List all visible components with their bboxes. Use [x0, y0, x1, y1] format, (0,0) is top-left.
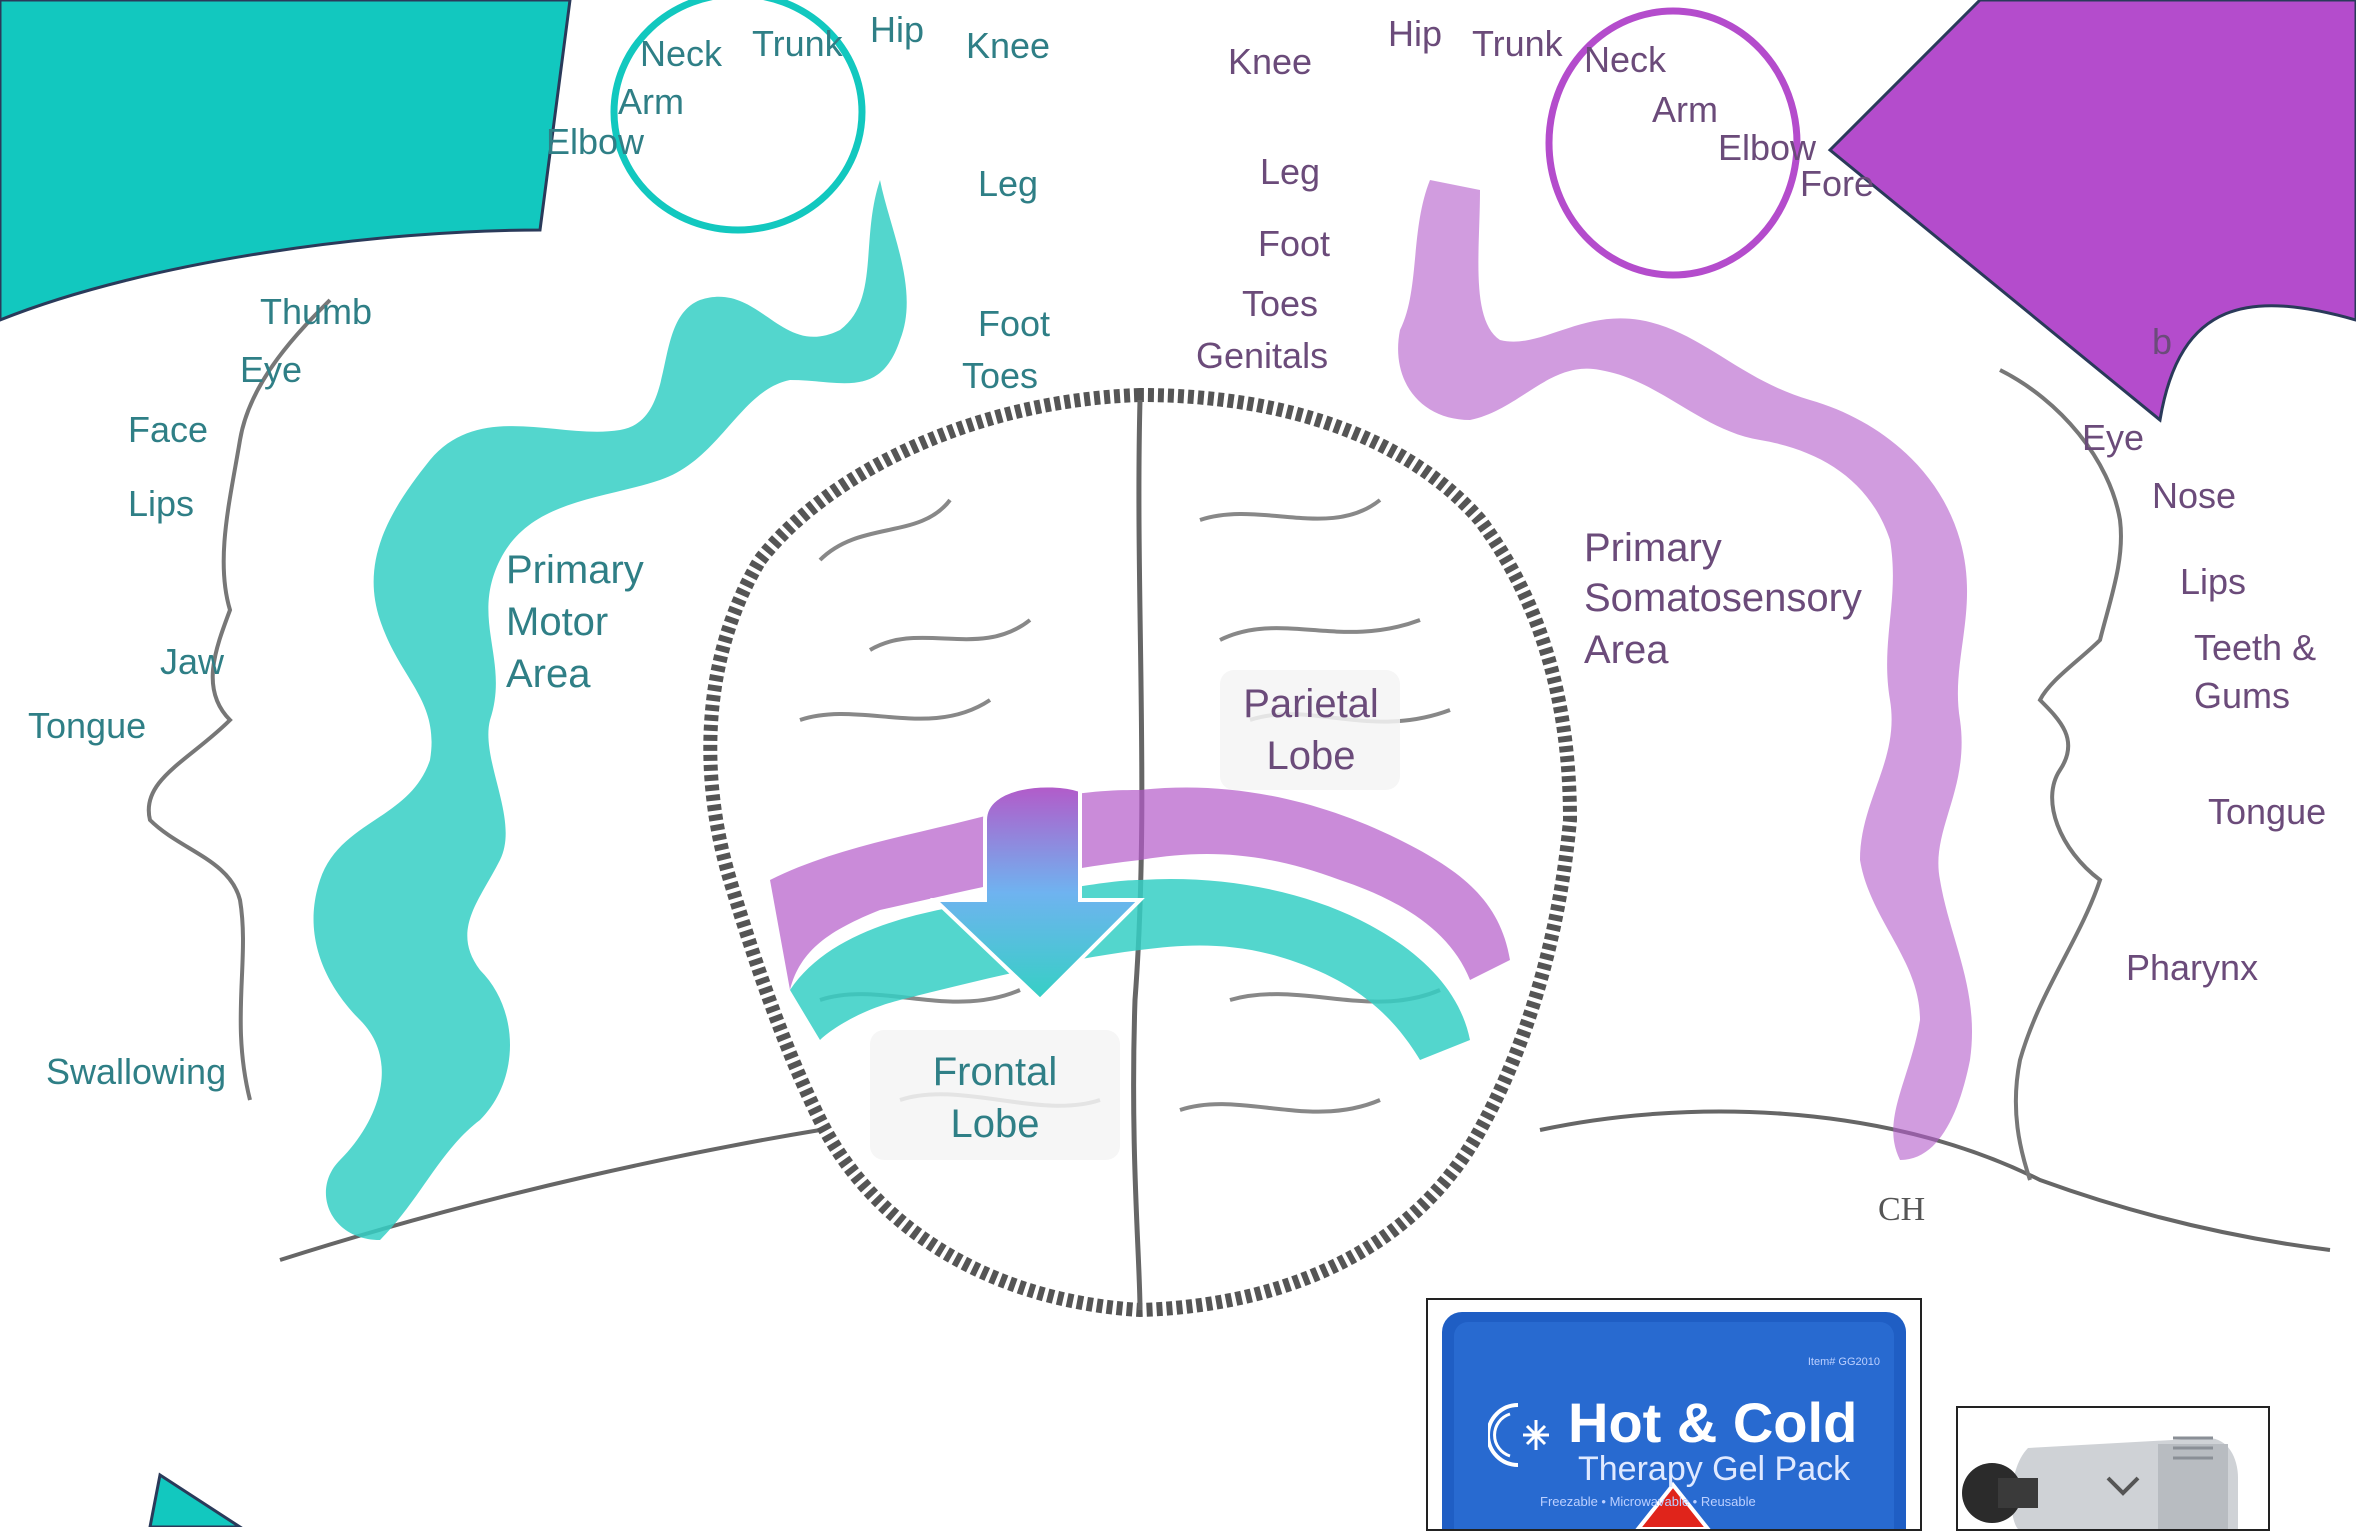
sensory-label-knee: Knee: [1228, 42, 1312, 82]
gel-pack-product: Item# GG2010 Hot & Cold Therapy Gel Pack…: [1426, 1298, 1922, 1531]
curved-arrow-teal-bottom: [150, 1475, 240, 1527]
primary-somatosensory-area-line2: Somatosensory: [1584, 572, 1862, 624]
motor-label-jaw: Jaw: [160, 642, 224, 682]
massage-gun-product: [1956, 1406, 2270, 1531]
motor-label-swallowing: Swallowing: [46, 1052, 226, 1092]
motor-label-arm: Arm: [618, 82, 684, 122]
primary-motor-area-line1: Primary: [506, 544, 644, 596]
gel-pack-title: Hot & Cold: [1568, 1390, 1857, 1455]
sensory-label-partial: b: [2152, 322, 2172, 362]
primary-motor-area-line3: Area: [506, 648, 591, 700]
motor-label-face: Face: [128, 410, 208, 450]
sensory-label-pharynx: Pharynx: [2126, 948, 2258, 988]
sensory-label-hip: Hip: [1388, 14, 1442, 54]
sensory-homunculus-face: [2000, 370, 2121, 1180]
sensory-label-arm: Arm: [1652, 90, 1718, 130]
motor-label-elbow: Elbow: [546, 122, 644, 162]
sensory-label-gums: Gums: [2194, 676, 2290, 716]
sensory-label-neck: Neck: [1584, 40, 1666, 80]
sensory-label-trunk: Trunk: [1472, 24, 1563, 64]
frontal-lobe-line1: Frontal: [880, 1046, 1110, 1098]
artist-signature: CH: [1878, 1191, 1925, 1228]
primary-somatosensory-area-line3: Area: [1584, 624, 1669, 676]
massage-gun-image: [1958, 1408, 2268, 1529]
sensory-label-eye: Eye: [2082, 418, 2144, 458]
sensory-label-toes: Toes: [1242, 284, 1318, 324]
sensory-label-leg: Leg: [1260, 152, 1320, 192]
gel-pack-item-id: Item# GG2010: [1808, 1356, 1880, 1368]
sensory-label-genitals: Genitals: [1196, 336, 1328, 376]
parietal-lobe-line1: Parietal: [1226, 678, 1396, 730]
primary-somatosensory-area-line1: Primary: [1584, 522, 1722, 574]
primary-motor-area-line2: Motor: [506, 596, 608, 648]
sensory-label-tongue: Tongue: [2208, 792, 2326, 832]
gel-pack-tagline: Freezable • Microwavable • Reusable: [1540, 1494, 1756, 1509]
motor-label-leg: Leg: [978, 164, 1038, 204]
curved-arrow-teal-top: [0, 0, 570, 320]
sensory-label-fore: Fore: [1800, 164, 1874, 204]
motor-label-neck: Neck: [640, 34, 722, 74]
motor-label-lips: Lips: [128, 484, 194, 524]
sensory-label-teeth: Teeth &: [2194, 628, 2316, 668]
motor-label-thumb: Thumb: [260, 292, 372, 332]
sensory-label-foot: Foot: [1258, 224, 1330, 264]
sensory-label-nose: Nose: [2152, 476, 2236, 516]
motor-label-toes: Toes: [962, 356, 1038, 396]
motor-label-foot: Foot: [978, 304, 1050, 344]
parietal-lobe-line2: Lobe: [1226, 730, 1396, 782]
curved-arrow-purple-top: [1830, 0, 2356, 420]
gel-pack-subtitle: Therapy Gel Pack: [1578, 1450, 1850, 1489]
motor-label-tongue: Tongue: [28, 706, 146, 746]
snowflake-sun-icon: [1488, 1400, 1558, 1470]
motor-label-hip: Hip: [870, 10, 924, 50]
motor-label-eye: Eye: [240, 350, 302, 390]
sensory-label-lips: Lips: [2180, 562, 2246, 602]
motor-label-trunk: Trunk: [752, 24, 843, 64]
motor-label-knee: Knee: [966, 26, 1050, 66]
sensory-label-elbow: Elbow: [1718, 128, 1816, 168]
frontal-lobe-line2: Lobe: [880, 1098, 1110, 1150]
